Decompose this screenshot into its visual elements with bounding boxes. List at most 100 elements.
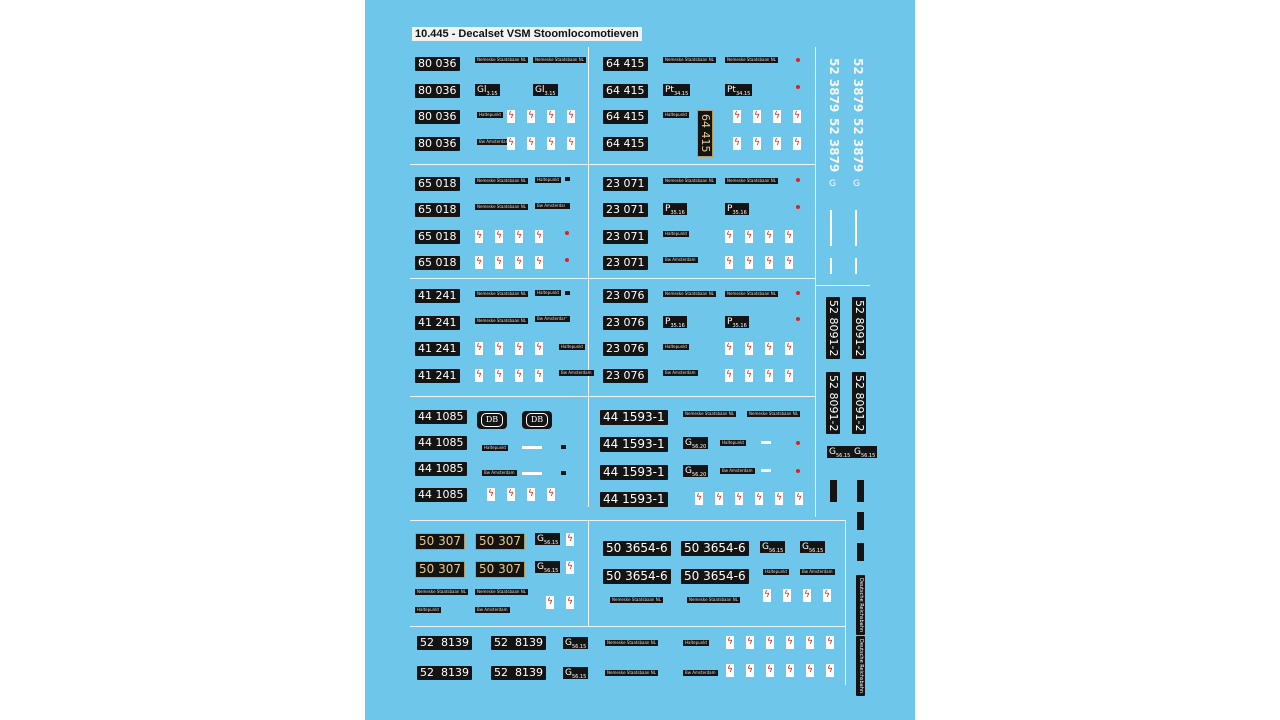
lightning-bolt-icon: ϟ (495, 369, 503, 382)
number-plate: 23 076 (603, 369, 648, 383)
class-sub: 3.15 (486, 90, 498, 97)
class-letter: P (727, 317, 733, 327)
depot-plate: Haltepunkt (477, 112, 504, 118)
white-stripe (830, 258, 832, 274)
class-sub: 56.15 (543, 567, 559, 574)
number-plate: 64 415 (603, 137, 648, 151)
depot-plate: Haltepunkt (535, 177, 562, 183)
lightning-bolt-icon: ϟ (725, 342, 733, 355)
name-plate: Nemeske Staatsbaan NL (475, 204, 528, 210)
class-sub: 56.15 (808, 547, 824, 554)
plate-number: 8139 (515, 636, 543, 649)
number-plate: 44 1593-1 (600, 410, 668, 425)
lightning-bolt-icon: ϟ (567, 137, 575, 150)
name-plate: Nemeske Staatsbaan NL (725, 291, 778, 297)
number-plate: 65 018 (415, 177, 460, 191)
lightning-bolt-icon: ϟ (733, 110, 741, 123)
plate-number: 8139 (441, 636, 469, 649)
name-plate: Nemeske Staatsbaan NL (475, 178, 528, 184)
name-plate: Nemeske Staatsbaan NL (533, 57, 586, 63)
lightning-bolt-icon: ϟ (746, 664, 754, 677)
plate-number: 8139 (515, 666, 543, 679)
class-plate: G56.15 (800, 541, 826, 554)
vertical-number-plate: 52 8091-2 (826, 297, 840, 360)
number-plate: 80 036 (415, 137, 460, 151)
lightning-bolt-icon: ϟ (515, 342, 523, 355)
number-plate: 65 018 (415, 256, 460, 270)
number-plate: 52 8139 (417, 666, 472, 680)
depot-plate: Bw Amsterdam (559, 370, 594, 376)
lightning-bolt-icon: ϟ (495, 230, 503, 243)
white-stripe (761, 441, 771, 444)
lightning-bolt-icon: ϟ (745, 369, 753, 382)
lightning-bolt-icon: ϟ (806, 636, 814, 649)
class-sub: 35.16 (670, 322, 685, 329)
lightning-bolt-icon: ϟ (715, 492, 723, 505)
class-sub: 35.16 (732, 322, 747, 329)
lightning-bolt-icon: ϟ (547, 110, 555, 123)
lightning-bolt-icon: ϟ (527, 488, 535, 501)
red-dot-icon (796, 178, 800, 182)
depot-plate: Haltepunkt (663, 344, 690, 350)
class-letter: G (565, 638, 572, 648)
lightning-bolt-icon: ϟ (546, 596, 554, 609)
lightning-bolt-icon: ϟ (507, 488, 515, 501)
class-letter: G (537, 562, 544, 572)
class-sub: 56.15 (835, 452, 851, 459)
lightning-bolt-icon: ϟ (566, 561, 574, 574)
depot-plate: Haltepunkt (683, 640, 710, 646)
number-plate: 80 036 (415, 84, 460, 98)
class-letter: Pt (665, 85, 674, 95)
lightning-bolt-icon: ϟ (495, 342, 503, 355)
class-plate: P35.16 (725, 203, 749, 216)
number-plate: 41 241 (415, 369, 460, 383)
depot-plate: Bw Amsterdam (800, 569, 835, 575)
class-plate: G (827, 178, 838, 190)
class-letter: P (665, 204, 671, 214)
depot-plate: Haltepunkt (482, 445, 509, 451)
depot-plate: Haltepunkt (415, 607, 442, 613)
red-dot-icon (796, 85, 800, 89)
number-plate: 44 1593-1 (600, 465, 668, 480)
lightning-bolt-icon: ϟ (507, 137, 515, 150)
class-plate: Pt34.15 (663, 84, 691, 97)
red-dot-icon (565, 258, 569, 262)
name-plate: Nemeske Staatsbaan NL (747, 411, 800, 417)
plate-series: 52 (420, 636, 434, 649)
lightning-bolt-icon: ϟ (755, 492, 763, 505)
lightning-bolt-icon: ϟ (753, 137, 761, 150)
lightning-bolt-icon: ϟ (785, 342, 793, 355)
number-plate: 44 1085 (415, 488, 467, 502)
lightning-bolt-icon: ϟ (745, 256, 753, 269)
depot-plate: Haltepunkt (535, 290, 562, 296)
red-dot-icon (796, 317, 800, 321)
number-plate: 50 3654-6 (681, 569, 749, 584)
class-plate: P35.16 (725, 316, 749, 329)
lightning-bolt-icon: ϟ (567, 110, 575, 123)
class-sub: 56.15 (768, 547, 784, 554)
marker (565, 203, 570, 207)
class-letter: P (665, 317, 671, 327)
class-plate: G56.15 (827, 446, 853, 459)
number-plate: 44 1593-1 (600, 437, 668, 452)
class-letter: Pt (727, 85, 736, 95)
red-dot-icon (796, 58, 800, 62)
depot-plate: Bw Amsterdam (477, 139, 512, 145)
class-sub: 34.15 (673, 90, 689, 97)
class-letter: G (537, 534, 544, 544)
lightning-bolt-icon: ϟ (695, 492, 703, 505)
depot-plate: Bw Amsterdam (535, 203, 570, 209)
marker (561, 471, 566, 475)
number-plate: 41 241 (415, 316, 460, 330)
red-dot-icon (565, 231, 569, 235)
lightning-bolt-icon: ϟ (515, 256, 523, 269)
number-plate: 52 8139 (491, 666, 546, 680)
name-plate: Nemeske Staatsbaan NL (475, 318, 528, 324)
lightning-bolt-icon: ϟ (745, 342, 753, 355)
class-letter: Gl (477, 85, 487, 95)
number-plate: 80 036 (415, 110, 460, 124)
lightning-bolt-icon: ϟ (765, 230, 773, 243)
class-letter: P (727, 204, 733, 214)
vertical-plate (857, 543, 864, 561)
name-plate: Nemeske Staatsbaan NL (475, 291, 528, 297)
